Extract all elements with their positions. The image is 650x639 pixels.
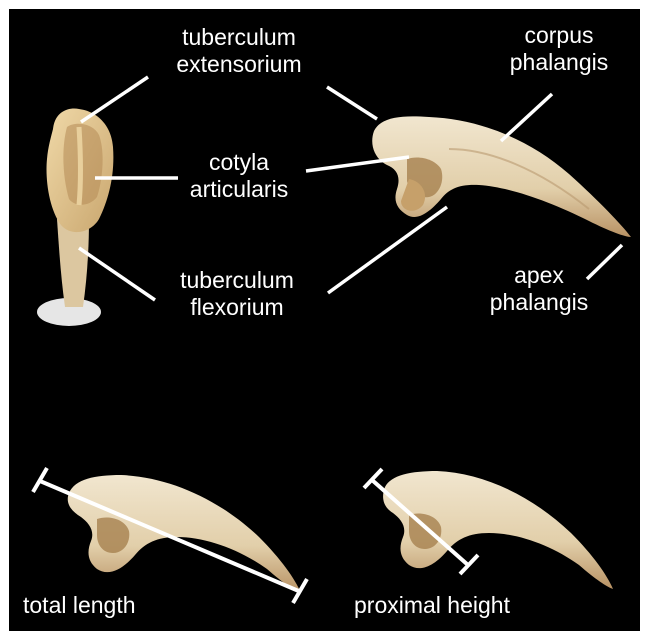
label-proximal-height: proximal height: [354, 592, 510, 619]
leader-corpus-phalangis: [501, 94, 552, 141]
label-cotyla-articularis: cotyla articularis: [174, 149, 304, 203]
label-corpus-phalangis: corpus phalangis: [499, 22, 619, 76]
leader-tuberculum-extensorium-right: [327, 87, 377, 119]
label-line-1: cotyla: [174, 149, 304, 176]
label-line-1: corpus: [499, 22, 619, 49]
claw-proximal-view: [37, 109, 113, 326]
label-line-1: tuberculum: [159, 24, 319, 51]
figure-panel: tuberculum extensorium corpus phalangis …: [9, 9, 640, 631]
label-line-2: flexorium: [157, 294, 317, 321]
proximal-stalk: [57, 219, 89, 307]
label-total-length: total length: [23, 592, 136, 619]
total-length-cap-start: [33, 468, 47, 492]
claw-proximal-height-view: [383, 471, 613, 589]
label-tuberculum-flexorium: tuberculum flexorium: [157, 267, 317, 321]
label-apex-phalangis: apex phalangis: [469, 262, 609, 316]
label-line-2: phalangis: [469, 289, 609, 316]
label-line-1: apex: [469, 262, 609, 289]
cotyla-ridge: [79, 127, 81, 205]
label-tuberculum-extensorium: tuberculum extensorium: [159, 24, 319, 78]
leader-tuberculum-flexorium-right: [328, 207, 447, 293]
label-line-2: phalangis: [499, 49, 619, 76]
figure-drawing: [9, 9, 640, 631]
leader-tuberculum-flexorium-left: [79, 248, 155, 300]
label-line-2: extensorium: [159, 51, 319, 78]
claw-lateral-view: [372, 116, 631, 237]
label-line-1: tuberculum: [157, 267, 317, 294]
leader-tuberculum-extensorium-left: [81, 77, 148, 122]
cotyla-depression: [63, 124, 102, 205]
label-line-2: articularis: [174, 176, 304, 203]
